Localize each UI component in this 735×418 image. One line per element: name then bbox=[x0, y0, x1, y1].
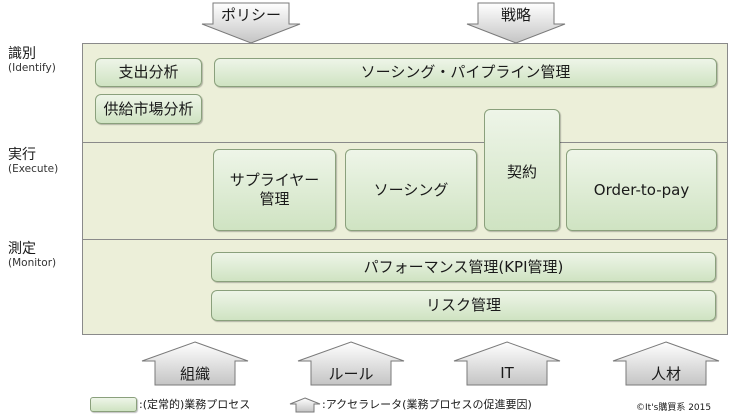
legend-arrow-icon bbox=[289, 397, 321, 413]
it-arrow: IT bbox=[452, 341, 562, 386]
policy-arrow-label: ポリシー bbox=[220, 5, 281, 24]
order-to-pay-label: Order-to-pay bbox=[593, 180, 690, 199]
sourcing-box: ソーシング bbox=[345, 149, 477, 231]
contract-box: 契約 bbox=[484, 109, 560, 231]
contract-label: 契約 bbox=[506, 162, 537, 181]
legend-process-swatch bbox=[90, 397, 137, 412]
supplier-management-label: サプライヤー 管理 bbox=[229, 171, 320, 208]
up-arrow-icon bbox=[612, 341, 720, 386]
lane-divider bbox=[82, 142, 728, 143]
lane-monitor: 測定 (Monitor) bbox=[8, 241, 56, 270]
lane-subtitle: (Identify) bbox=[8, 62, 56, 74]
lane-title: 実行 bbox=[8, 147, 36, 163]
order-to-pay-box: Order-to-pay bbox=[566, 149, 717, 231]
rules-arrow: ルール bbox=[296, 341, 406, 386]
sourcing-label: ソーシング bbox=[373, 180, 449, 199]
sourcing-pipeline-label: ソーシング・パイプライン管理 bbox=[360, 63, 571, 81]
legend-process-label: :(定常的)業務プロセス bbox=[139, 398, 251, 411]
talent-arrow-label: 人材 bbox=[650, 364, 681, 383]
up-arrow-icon bbox=[453, 341, 561, 386]
rules-arrow-label: ルール bbox=[328, 364, 374, 383]
talent-arrow: 人材 bbox=[611, 341, 721, 386]
organization-arrow-label: 組織 bbox=[179, 364, 210, 383]
lane-divider bbox=[82, 239, 728, 240]
copyright: ©It's購買系 2015 bbox=[636, 403, 712, 413]
lane-title: 識別 bbox=[8, 46, 36, 62]
lane-subtitle: (Monitor) bbox=[8, 257, 57, 269]
it-arrow-label: IT bbox=[500, 364, 514, 382]
performance-management-label: パフォーマンス管理(KPI管理) bbox=[363, 257, 564, 276]
strategy-arrow-label: 戦略 bbox=[500, 5, 531, 24]
spend-analysis-box: 支出分析 bbox=[95, 58, 202, 87]
up-arrow-icon bbox=[141, 341, 249, 386]
risk-management-box: リスク管理 bbox=[211, 290, 716, 321]
supply-market-analysis-box: 供給市場分析 bbox=[95, 94, 202, 124]
lane-identify: 識別 (Identify) bbox=[8, 46, 56, 75]
strategy-arrow: 戦略 bbox=[465, 2, 567, 44]
sourcing-pipeline-box: ソーシング・パイプライン管理 bbox=[214, 58, 717, 87]
supplier-management-box: サプライヤー 管理 bbox=[213, 149, 336, 231]
organization-arrow: 組織 bbox=[140, 341, 250, 386]
lane-subtitle: (Execute) bbox=[8, 163, 59, 175]
down-arrow-icon bbox=[466, 2, 566, 44]
performance-management-box: パフォーマンス管理(KPI管理) bbox=[211, 252, 716, 282]
spend-analysis-label: 支出分析 bbox=[118, 63, 179, 81]
legend-accelerator-label: :アクセラレータ(業務プロセスの促進要因) bbox=[322, 398, 532, 411]
policy-arrow: ポリシー bbox=[200, 2, 302, 44]
lane-execute: 実行 (Execute) bbox=[8, 147, 58, 176]
down-arrow-icon bbox=[201, 2, 301, 44]
up-arrow-icon bbox=[297, 341, 405, 386]
risk-management-label: リスク管理 bbox=[425, 296, 501, 314]
lane-title: 測定 bbox=[8, 241, 36, 257]
supply-market-analysis-label: 供給市場分析 bbox=[103, 99, 194, 118]
